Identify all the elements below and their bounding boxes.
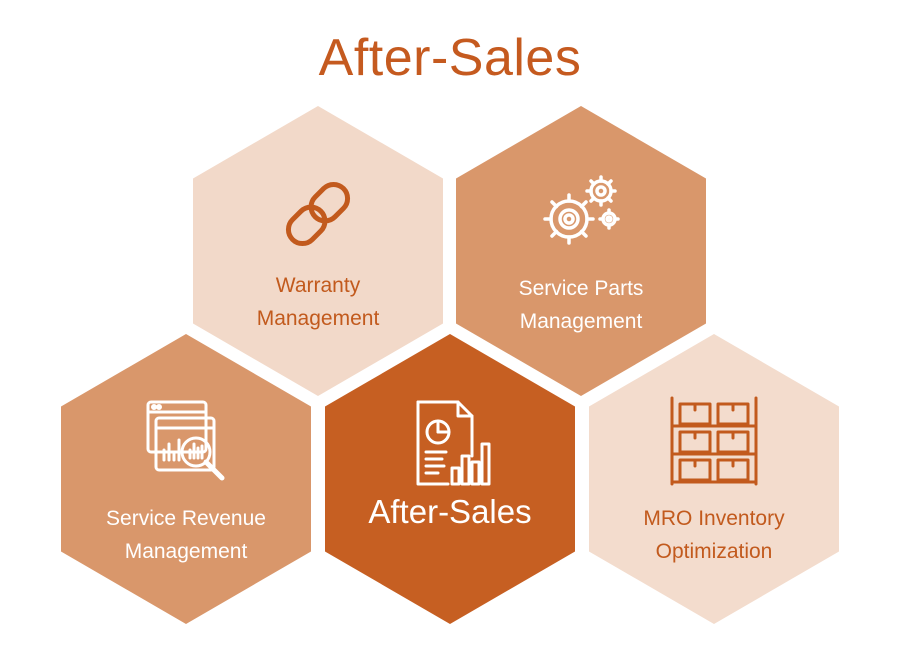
hex-label-warranty: Warranty Management — [203, 269, 433, 335]
label-line: Management — [256, 307, 380, 330]
label-line: Warranty — [275, 274, 361, 297]
hex-label-mro: MRO Inventory Optimization — [599, 502, 829, 568]
label-line: After-Sales — [368, 493, 532, 530]
warehouse-shelves-icon — [664, 392, 764, 492]
hex-mro-inventory-optimization: MRO Inventory Optimization — [589, 334, 839, 624]
hex-label-service-revenue: Service Revenue Management — [71, 502, 301, 568]
hex-service-parts-management: Service Parts Management — [456, 106, 706, 396]
label-line: Management — [519, 310, 643, 333]
gears-icon — [531, 161, 631, 261]
hex-label-after-sales: After-Sales — [335, 492, 565, 532]
label-line: Service Parts — [518, 277, 644, 300]
label-line: MRO Inventory — [643, 507, 785, 530]
label-line: Optimization — [655, 540, 773, 563]
report-chart-icon — [400, 394, 500, 494]
hex-after-sales-center: After-Sales — [325, 334, 575, 624]
page-title: After-Sales — [318, 29, 582, 87]
label-line: Service Revenue — [106, 507, 266, 530]
hex-warranty-management: Warranty Management — [193, 106, 443, 396]
label-line: Management — [124, 540, 248, 563]
hex-label-service-parts: Service Parts Management — [466, 272, 696, 338]
analytics-magnifier-icon — [136, 392, 236, 492]
chain-link-icon — [268, 164, 368, 264]
hex-service-revenue-management: Service Revenue Management — [61, 334, 311, 624]
